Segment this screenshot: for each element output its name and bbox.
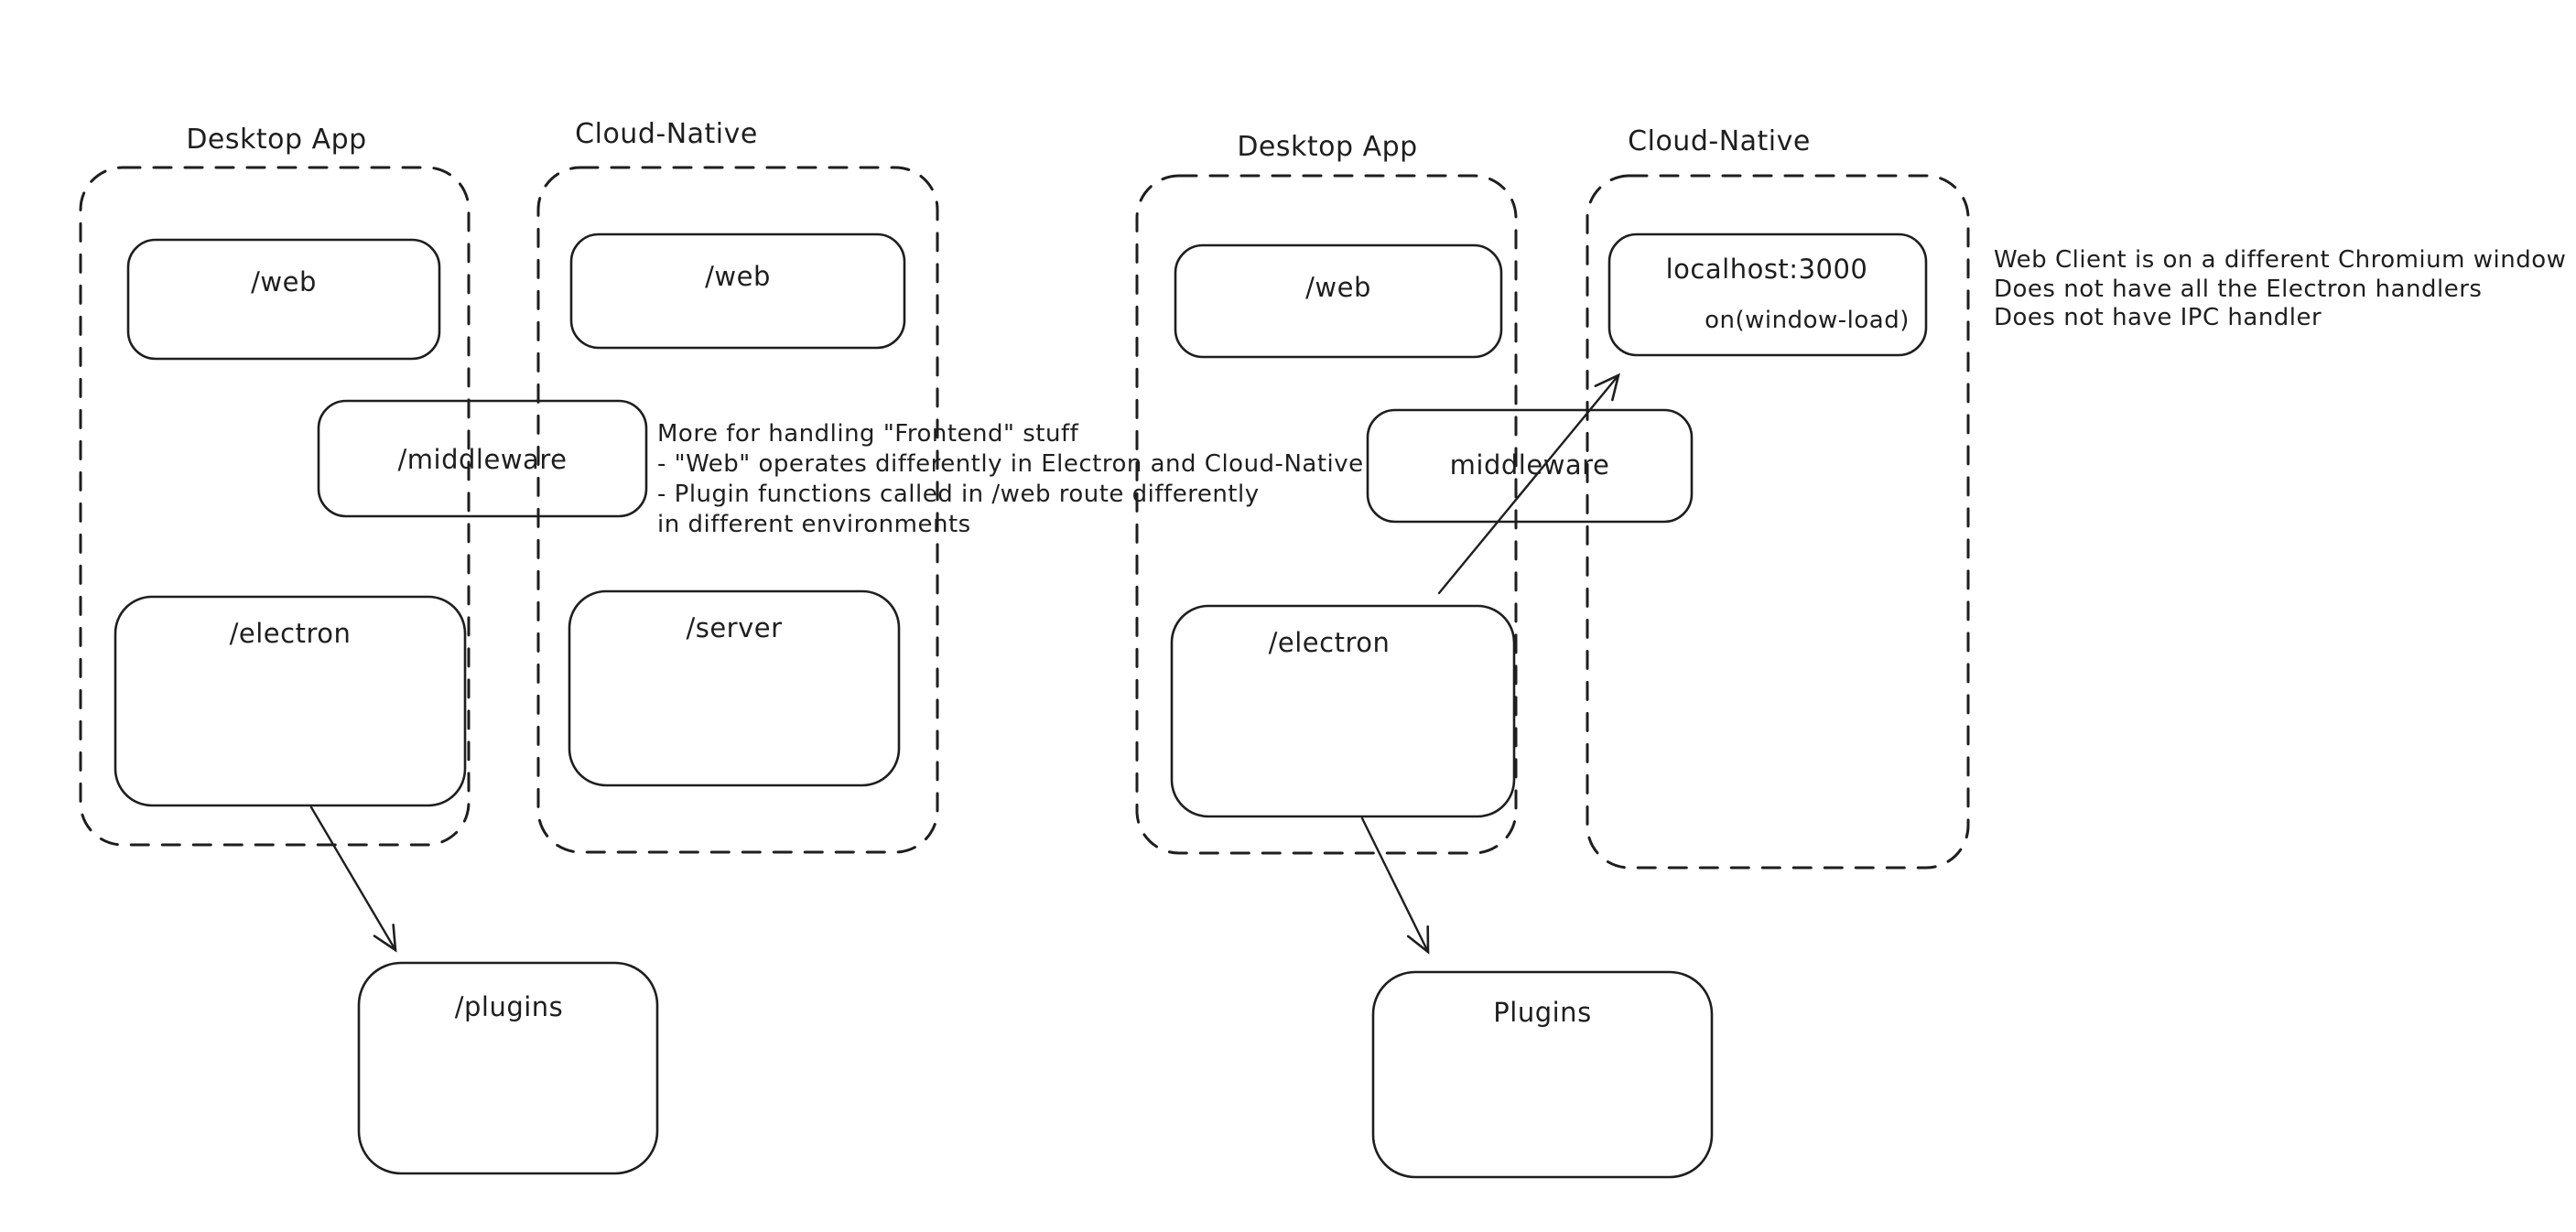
- left-middleware-box: [317, 399, 648, 518]
- right-web-label: /web: [1305, 272, 1371, 303]
- right-plugins-box: [1371, 970, 1714, 1179]
- green-note-line-2: - "Web" operates differently in Electron…: [657, 450, 1364, 478]
- red-note-line-3: Does not have IPC handler: [1994, 304, 2322, 331]
- green-note-line-1: More for handling "Frontend" stuff: [657, 420, 1079, 448]
- right-electron-box: [1170, 604, 1516, 818]
- right-middleware-box: [1366, 408, 1694, 524]
- left-web-desktop-box: [126, 238, 441, 361]
- right-diagram: Desktop App Cloud-Native /web localhost:…: [1135, 125, 1970, 1179]
- left-web-desktop-label: /web: [251, 266, 317, 297]
- right-middleware-label: middleware: [1450, 449, 1610, 481]
- left-middleware-label: /middleware: [398, 444, 568, 475]
- right-localhost-label: localhost:3000: [1666, 254, 1868, 285]
- left-plugins-label: /plugins: [455, 991, 564, 1022]
- green-note: More for handling "Frontend" stuff - "We…: [657, 420, 1364, 538]
- red-note-line-1: Web Client is on a different Chromium wi…: [1994, 246, 2566, 274]
- left-server-box: [568, 589, 901, 787]
- right-cloud-native-container: [1586, 174, 1970, 870]
- right-plugins-label: Plugins: [1493, 997, 1591, 1028]
- green-note-line-4: in different environments: [657, 511, 971, 538]
- right-electron-label: /electron: [1269, 627, 1391, 658]
- left-diagram: Desktop App Cloud-Native /web /web /midd…: [79, 118, 939, 1175]
- green-note-line-3: - Plugin functions called in /web route …: [657, 481, 1260, 508]
- right-electron-to-plugins-arrow: [1360, 816, 1430, 955]
- right-desktop-app-title: Desktop App: [1237, 131, 1417, 163]
- left-electron-label: /electron: [230, 618, 352, 649]
- right-desktop-app-container: [1135, 174, 1518, 855]
- right-window-load-label: on(window-load): [1705, 307, 1910, 334]
- left-web-cloud-label: /web: [705, 261, 771, 292]
- left-desktop-app-container: [79, 166, 471, 847]
- left-web-cloud-box: [569, 232, 906, 350]
- right-electron-to-localhost-arrow: [1437, 373, 1620, 595]
- right-web-box: [1174, 243, 1503, 359]
- left-plugins-box: [357, 961, 659, 1175]
- red-note: Web Client is on a different Chromium wi…: [1994, 246, 2566, 331]
- left-server-label: /server: [686, 612, 782, 643]
- left-cloud-native-title: Cloud-Native: [575, 118, 758, 150]
- left-cloud-native-container: [536, 166, 939, 854]
- left-electron-box: [114, 595, 467, 807]
- right-cloud-native-title: Cloud-Native: [1628, 125, 1811, 157]
- right-localhost-box: [1607, 232, 1928, 357]
- red-note-line-2: Does not have all the Electron handlers: [1994, 276, 2482, 303]
- left-desktop-app-title: Desktop App: [186, 124, 366, 156]
- left-electron-to-plugins-arrow: [309, 805, 397, 953]
